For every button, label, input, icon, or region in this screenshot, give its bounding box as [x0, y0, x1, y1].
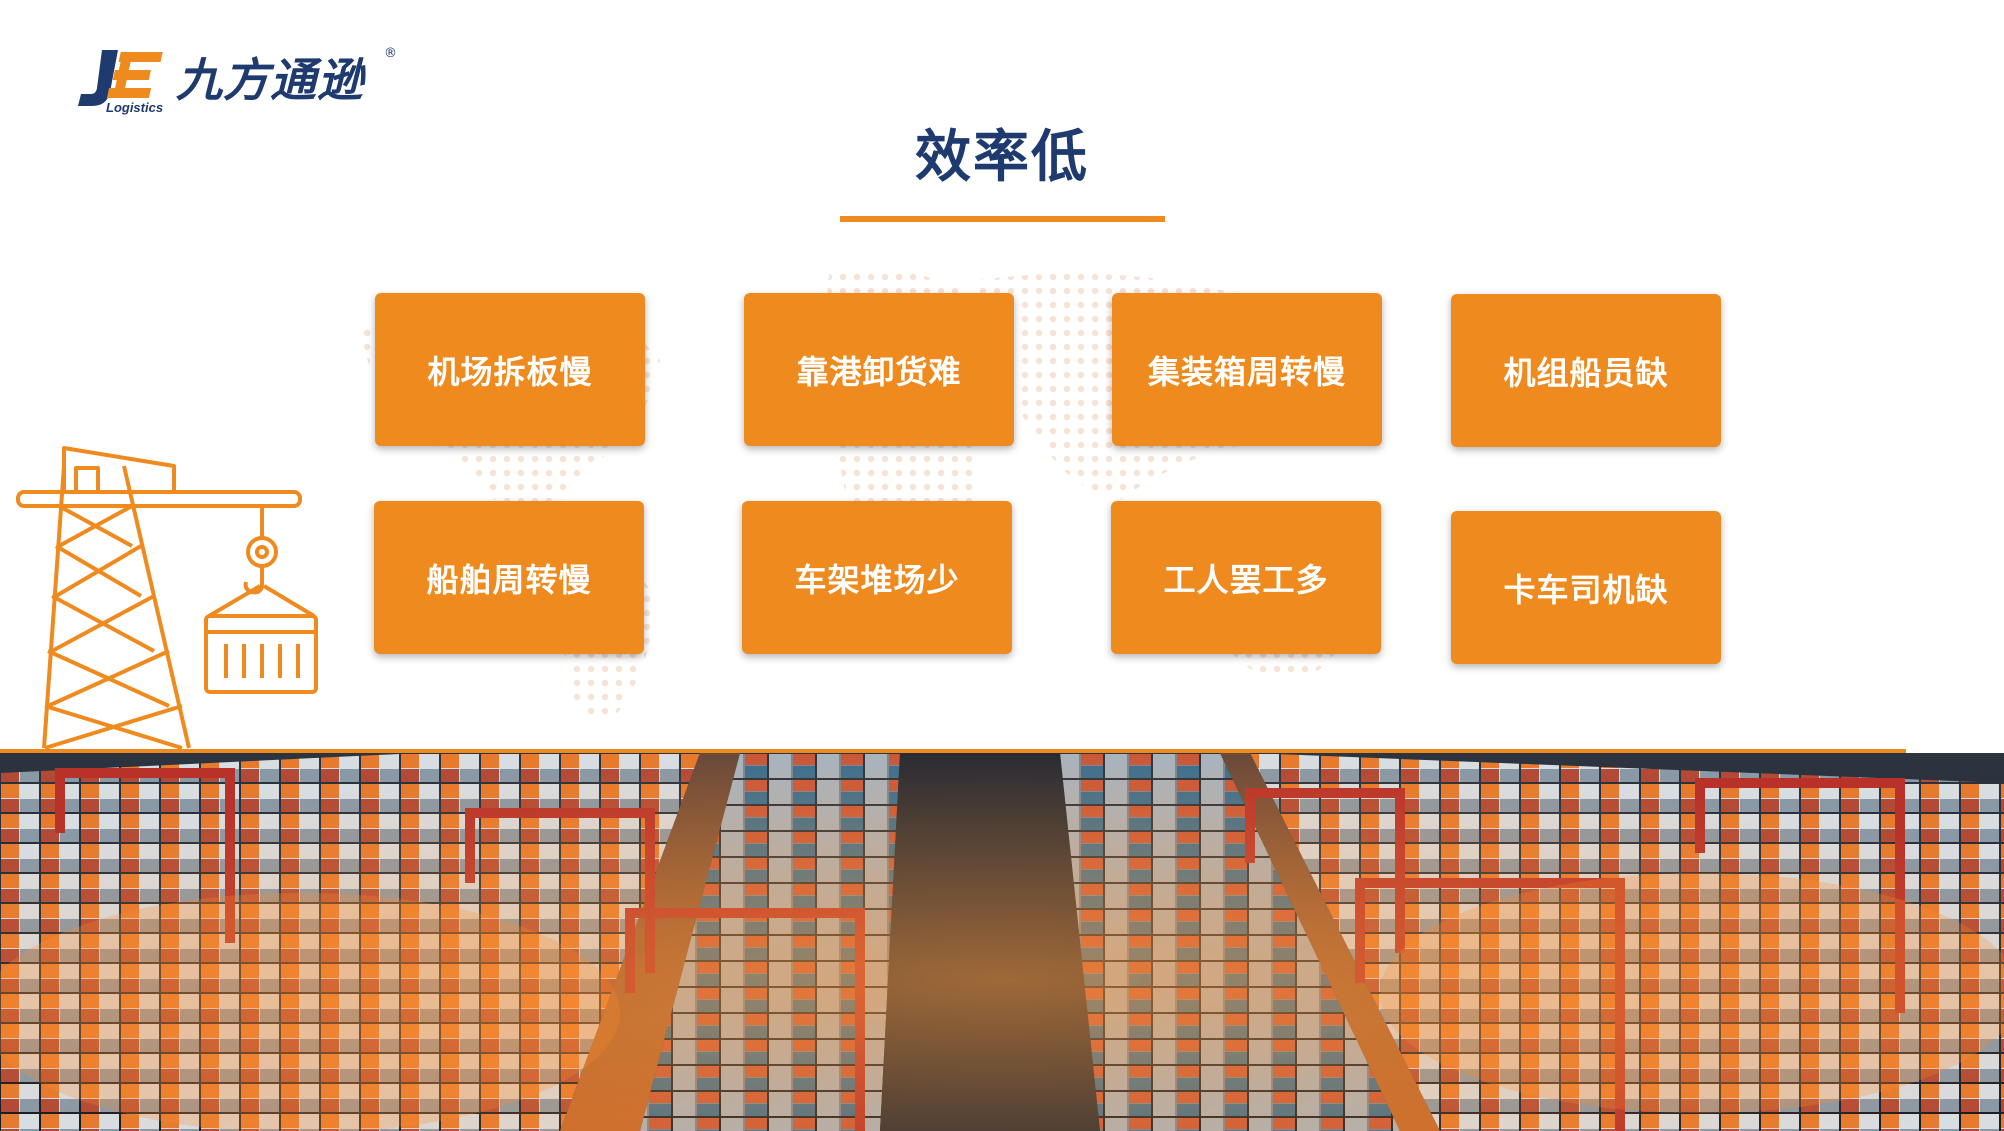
- card-label: 车架堆场少: [794, 560, 960, 599]
- card-container-turnover: 集装箱周转慢: [1112, 293, 1382, 446]
- card-label: 集装箱周转慢: [1147, 352, 1346, 391]
- je-logo-mark-icon: [78, 50, 163, 106]
- page-title: 效率低: [915, 125, 1089, 190]
- card-label: 机组船员缺: [1503, 353, 1669, 392]
- crane-container-icon: [16, 446, 318, 750]
- card-worker-strikes: 工人罢工多: [1111, 501, 1381, 654]
- card-crew-shortage: 机组船员缺: [1451, 294, 1721, 447]
- company-logo: 九方通逊 Logistics ®: [74, 46, 404, 121]
- logo-name: 九方通逊: [176, 53, 364, 107]
- registered-mark: ®: [384, 46, 397, 61]
- card-label: 机场拆板慢: [427, 352, 593, 391]
- card-ship-turnover: 船舶周转慢: [374, 501, 644, 654]
- card-truck-driver-shortage: 卡车司机缺: [1451, 511, 1721, 664]
- card-label: 工人罢工多: [1163, 560, 1329, 599]
- card-chassis-yard: 车架堆场少: [742, 501, 1012, 654]
- card-port-unloading: 靠港卸货难: [744, 293, 1014, 446]
- card-label: 卡车司机缺: [1503, 570, 1669, 609]
- card-label: 靠港卸货难: [796, 352, 962, 391]
- bottom-divider: [0, 749, 1906, 753]
- logo-subtitle: Logistics: [106, 100, 164, 115]
- card-airport-unloading: 机场拆板慢: [375, 293, 645, 446]
- card-label: 船舶周转慢: [426, 560, 592, 599]
- title-underline: [840, 216, 1165, 222]
- container-port-photo: [0, 753, 2004, 1131]
